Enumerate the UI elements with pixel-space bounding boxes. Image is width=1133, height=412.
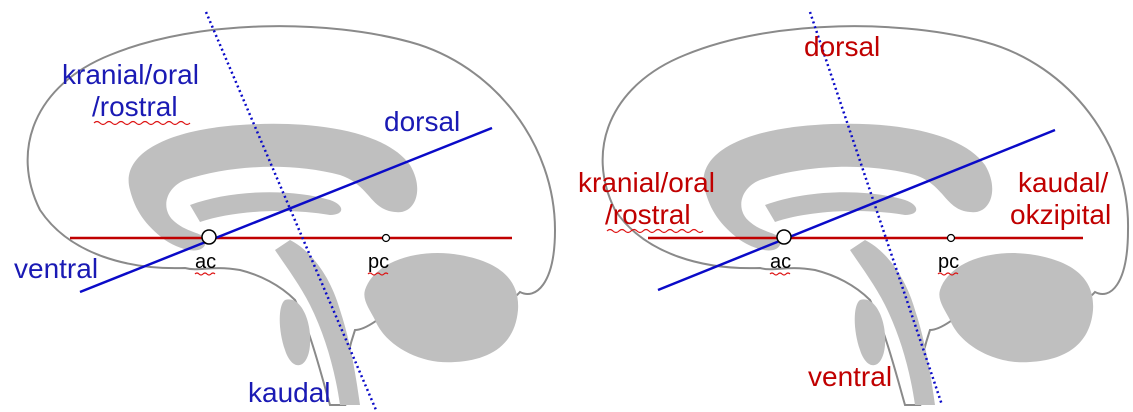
right-label-pc: pc — [938, 251, 959, 273]
right-label-back-line1: kaudal/ — [1018, 167, 1109, 198]
left-pc-marker — [383, 235, 390, 242]
left-label-ac: ac — [195, 251, 216, 273]
left-label-ventral: ventral — [14, 253, 98, 284]
left-label-top-line2: /rostral — [92, 91, 178, 122]
left-panel: kranial/oral /rostral dorsal ventral kau… — [14, 12, 555, 410]
right-panel: dorsal kranial/oral /rostral kaudal/ okz… — [578, 12, 1128, 405]
right-ac-squiggle — [770, 273, 790, 275]
left-label-pc: pc — [368, 251, 389, 273]
left-label-kaudal: kaudal — [248, 377, 331, 408]
right-label-dorsal: dorsal — [804, 31, 880, 62]
left-label-top-line1: kranial/oral — [62, 59, 199, 90]
left-ac-marker — [202, 230, 216, 244]
right-label-back-line2: okzipital — [1010, 199, 1111, 230]
left-label-dorsal: dorsal — [384, 106, 460, 137]
right-label-ac: ac — [770, 251, 791, 273]
left-ac-squiggle — [195, 273, 215, 275]
right-label-ventral: ventral — [808, 361, 892, 392]
right-label-front-line2: /rostral — [605, 199, 691, 230]
right-label-front-line1: kranial/oral — [578, 167, 715, 198]
right-cerebellum — [939, 253, 1093, 362]
right-pc-marker — [948, 235, 955, 242]
right-ac-marker — [777, 230, 791, 244]
